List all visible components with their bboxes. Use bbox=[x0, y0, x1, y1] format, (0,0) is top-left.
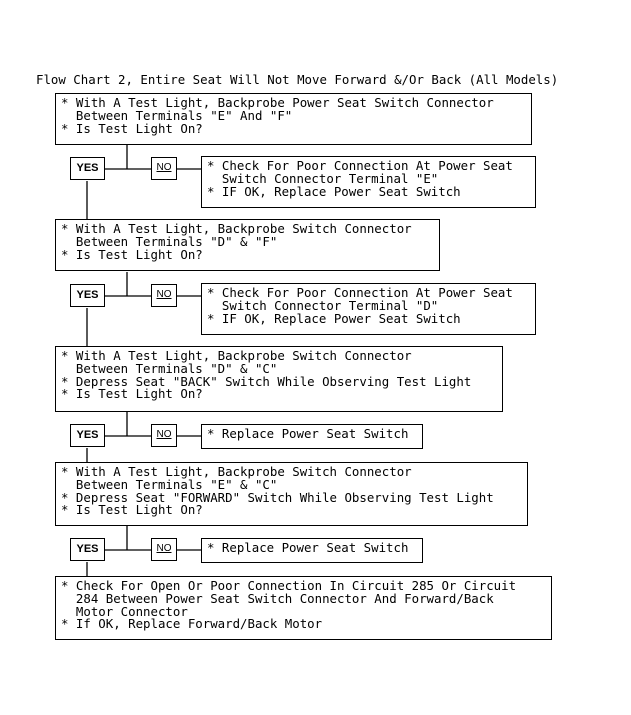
no-result-4-line-1: * Replace Power Seat Switch bbox=[207, 540, 409, 555]
step-4-line-2: Between Terminals "E" & "C" bbox=[61, 476, 278, 492]
step-5-line-3: Motor Connector bbox=[61, 603, 188, 619]
yes-label-2: YES bbox=[70, 284, 105, 307]
step-3-line-3: * Depress Seat "BACK" Switch While Obser… bbox=[61, 373, 472, 389]
yes-label-1: YES bbox=[70, 157, 105, 180]
step-3-line-4: * Is Test Light On? bbox=[61, 386, 203, 402]
step-4-line-3: * Depress Seat "FORWARD" Switch While Ob… bbox=[61, 489, 494, 505]
yes-label-4: YES bbox=[70, 538, 105, 561]
step-5-line-2: 284 Between Power Seat Switch Connector … bbox=[61, 590, 494, 606]
step-4-line-1: * With A Test Light, Backprobe Switch Co… bbox=[61, 464, 412, 479]
no-result-box-3: * Replace Power Seat Switch bbox=[201, 424, 423, 449]
yes-label-3: YES bbox=[70, 424, 105, 447]
step-2-line-1: * With A Test Light, Backprobe Switch Co… bbox=[61, 221, 412, 236]
no-label-4: NO bbox=[151, 538, 177, 561]
step-2-line-3: * Is Test Light On? bbox=[61, 246, 203, 262]
step-5-line-1: * Check For Open Or Poor Connection In C… bbox=[61, 578, 517, 593]
no-result-3-line-1: * Replace Power Seat Switch bbox=[207, 426, 409, 441]
step-1-line-2: Between Terminals "E" And "F" bbox=[61, 107, 293, 123]
step-5-line-4: * If OK, Replace Forward/Back Motor bbox=[61, 616, 323, 632]
no-result-box-1: * Check For Poor Connection At Power Sea… bbox=[201, 156, 536, 208]
step-1-line-1: * With A Test Light, Backprobe Power Sea… bbox=[61, 95, 494, 110]
no-label-1: NO bbox=[151, 157, 177, 180]
step-box-1: * With A Test Light, Backprobe Power Sea… bbox=[55, 93, 532, 145]
no-result-1-line-2: Switch Connector Terminal "E" bbox=[207, 170, 439, 186]
no-result-1-line-1: * Check For Poor Connection At Power Sea… bbox=[207, 158, 513, 173]
step-2-line-2: Between Terminals "D" & "F" bbox=[61, 233, 278, 249]
no-result-2-line-3: * IF OK, Replace Power Seat Switch bbox=[207, 310, 461, 326]
step-4-line-4: * Is Test Light On? bbox=[61, 502, 203, 518]
no-label-3: NO bbox=[151, 424, 177, 447]
step-box-3: * With A Test Light, Backprobe Switch Co… bbox=[55, 346, 503, 412]
no-result-2-line-2: Switch Connector Terminal "D" bbox=[207, 297, 439, 313]
no-label-2: NO bbox=[151, 284, 177, 307]
no-result-box-2: * Check For Poor Connection At Power Sea… bbox=[201, 283, 536, 335]
no-result-box-4: * Replace Power Seat Switch bbox=[201, 538, 423, 563]
chart-title: Flow Chart 2, Entire Seat Will Not Move … bbox=[36, 72, 559, 87]
step-box-2: * With A Test Light, Backprobe Switch Co… bbox=[55, 219, 440, 271]
step-3-line-1: * With A Test Light, Backprobe Switch Co… bbox=[61, 348, 412, 363]
step-box-5: * Check For Open Or Poor Connection In C… bbox=[55, 576, 552, 640]
step-1-line-3: * Is Test Light On? bbox=[61, 120, 203, 136]
step-3-line-2: Between Terminals "D" & "C" bbox=[61, 360, 278, 376]
no-result-1-line-3: * IF OK, Replace Power Seat Switch bbox=[207, 183, 461, 199]
step-box-4: * With A Test Light, Backprobe Switch Co… bbox=[55, 462, 528, 526]
no-result-2-line-1: * Check For Poor Connection At Power Sea… bbox=[207, 285, 513, 300]
